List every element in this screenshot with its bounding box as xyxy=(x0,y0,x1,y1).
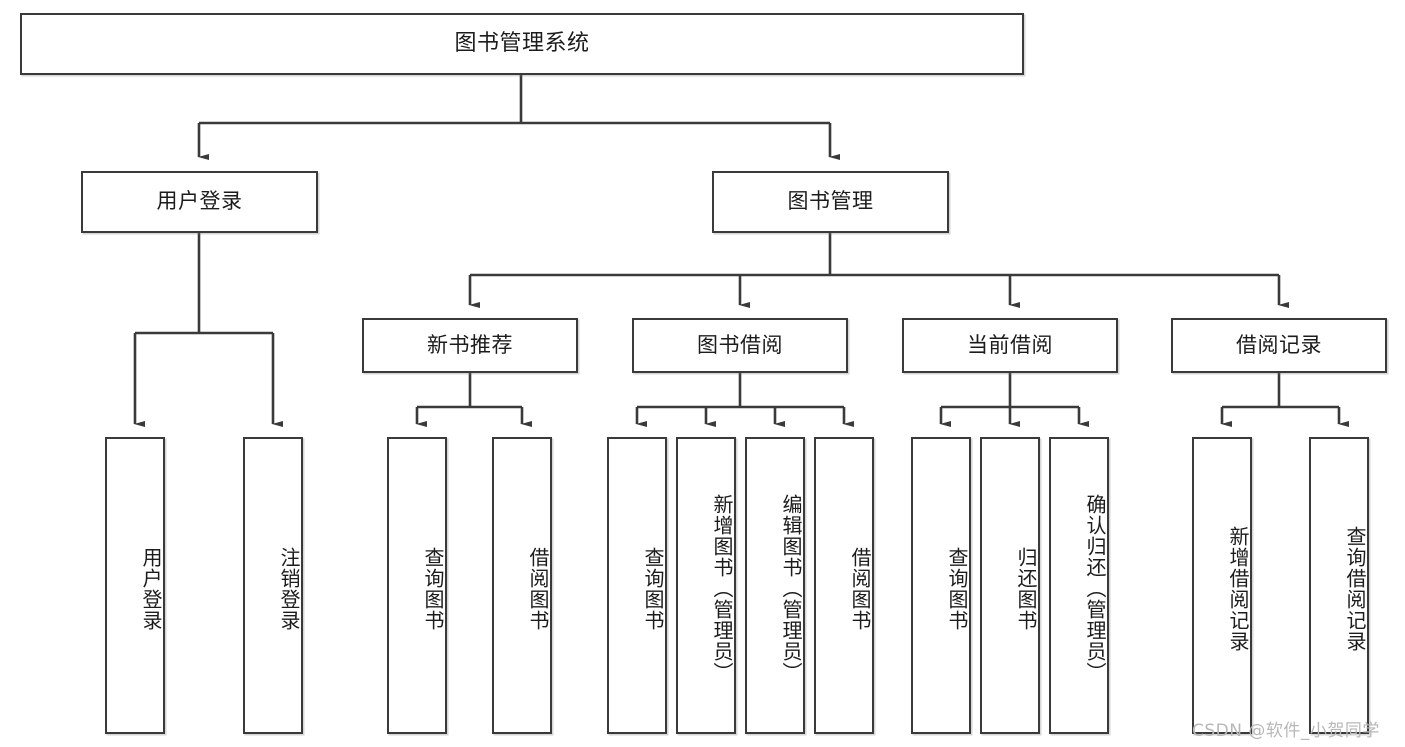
leaf-query-book-2-label: 查询图书 xyxy=(641,546,665,631)
node-root[interactable]: 图书管理系统 xyxy=(20,13,1024,75)
node-user-login[interactable]: 用户登录 xyxy=(81,171,318,233)
csdn-watermark: CSDN @软件_小贺同学 xyxy=(1192,721,1380,741)
leaf-add-record[interactable]: 新增借阅记录 xyxy=(1192,437,1252,734)
leaf-return-book[interactable]: 归还图书 xyxy=(980,437,1040,734)
leaf-edit-book[interactable]: 编辑图书（管理员） xyxy=(745,437,805,734)
leaf-borrow-book-1[interactable]: 借阅图书 xyxy=(492,437,552,734)
leaf-borrow-book-2-label: 借阅图书 xyxy=(848,546,872,631)
leaf-query-book-3-label: 查询图书 xyxy=(945,546,969,631)
leaf-add-book[interactable]: 新增图书（管理员） xyxy=(676,437,736,734)
leaf-user-logout-label: 注销登录 xyxy=(277,546,301,631)
node-book-manage[interactable]: 图书管理 xyxy=(712,171,949,233)
node-borrow-record-label: 借阅记录 xyxy=(1236,332,1322,357)
node-current-borrow[interactable]: 当前借阅 xyxy=(902,318,1118,373)
leaf-edit-book-label: 编辑图书（管理员） xyxy=(779,494,803,683)
leaf-return-book-label: 归还图书 xyxy=(1014,546,1038,631)
leaf-query-book-2[interactable]: 查询图书 xyxy=(607,437,667,734)
node-borrow-record[interactable]: 借阅记录 xyxy=(1171,318,1387,373)
leaf-borrow-book-2[interactable]: 借阅图书 xyxy=(814,437,874,734)
leaf-user-logout[interactable]: 注销登录 xyxy=(243,437,303,734)
leaf-query-record-label: 查询借阅记录 xyxy=(1343,525,1367,652)
leaf-confirm-return[interactable]: 确认归还（管理员） xyxy=(1049,437,1109,734)
leaf-borrow-book-1-label: 借阅图书 xyxy=(526,546,550,631)
node-new-book-rec[interactable]: 新书推荐 xyxy=(362,318,578,373)
leaf-query-book-1-label: 查询图书 xyxy=(421,546,445,631)
leaf-add-book-label: 新增图书（管理员） xyxy=(710,494,734,683)
leaf-user-login-label: 用户登录 xyxy=(139,546,163,631)
node-root-label: 图书管理系统 xyxy=(454,30,590,56)
leaf-query-record[interactable]: 查询借阅记录 xyxy=(1309,437,1369,734)
node-current-borrow-label: 当前借阅 xyxy=(967,332,1053,357)
leaf-query-book-3[interactable]: 查询图书 xyxy=(911,437,971,734)
node-new-book-rec-label: 新书推荐 xyxy=(427,332,513,357)
leaf-confirm-return-label: 确认归还（管理员） xyxy=(1083,494,1107,683)
node-user-login-label: 用户登录 xyxy=(156,189,243,214)
leaf-add-record-label: 新增借阅记录 xyxy=(1226,525,1250,652)
node-book-borrow[interactable]: 图书借阅 xyxy=(632,318,848,373)
leaf-query-book-1[interactable]: 查询图书 xyxy=(387,437,447,734)
leaf-user-login[interactable]: 用户登录 xyxy=(105,437,165,734)
node-book-borrow-label: 图书借阅 xyxy=(697,332,783,357)
node-book-manage-label: 图书管理 xyxy=(787,189,874,214)
